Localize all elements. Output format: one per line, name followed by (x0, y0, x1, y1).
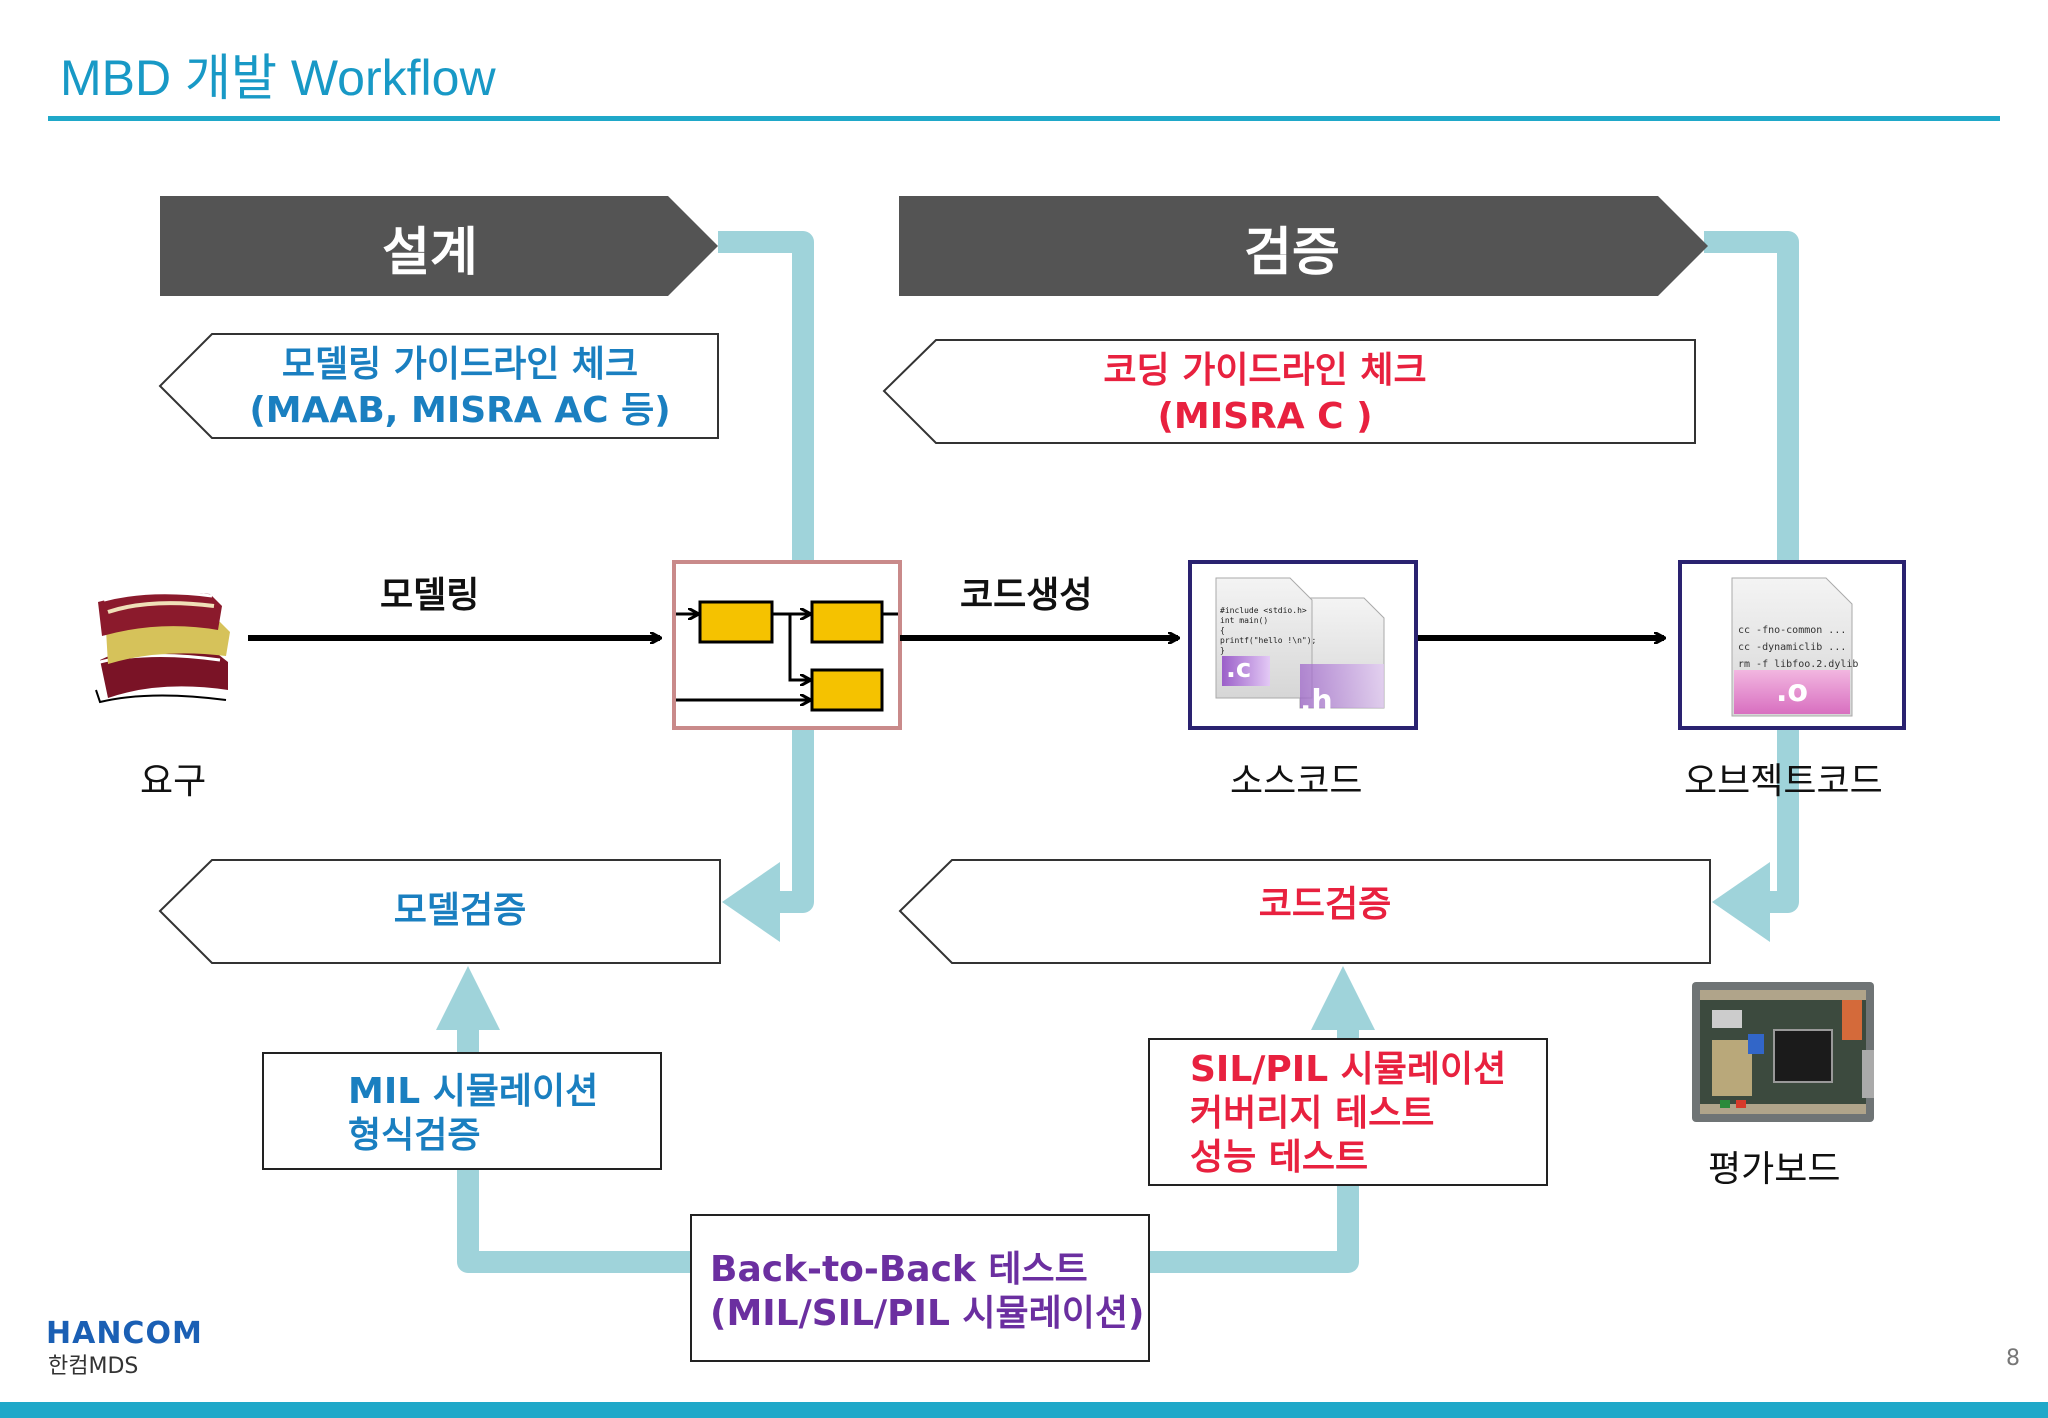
logo-subtitle: 한컴MDS (48, 1354, 139, 1379)
coding-guide-shape (882, 339, 1696, 444)
source-code-snippet: #include <stdio.h> int main() { printf("… (1220, 606, 1317, 655)
object-code-snippet: cc -fno-common ... cc -dynamiclib ... rm… (1738, 625, 1859, 670)
model-verify-shape (158, 859, 721, 964)
caption-requirements: 요구 (140, 761, 207, 802)
title-underline (48, 116, 2000, 121)
modeling-guideline-text: 모델링 가이드라인 체크 (MAAB, MISRA AC 등) (200, 342, 720, 434)
flow-label-codegen: 코드생성 (960, 575, 1093, 616)
hancom-logo: HANCOM (46, 1316, 203, 1351)
modeling-guide-shape (158, 333, 719, 439)
back-to-back-box: Back-to-Back 테스트 (MIL/SIL/PIL 시뮬레이션) (690, 1214, 1150, 1362)
coding-guideline-line2: (MISRA C ) (1157, 396, 1373, 437)
banner-design (160, 196, 718, 296)
simulink-model-icon (672, 560, 902, 730)
modeling-guideline-line2: (MAAB, MISRA AC 등) (249, 390, 671, 431)
object-code-icon (1678, 560, 1906, 730)
page-number: 8 (2006, 1346, 2020, 1371)
code-verify-shape (898, 859, 1711, 964)
sil-line2: 커버리지 테스트 (1190, 1093, 1435, 1134)
books-icon (95, 591, 230, 704)
eval-board-icon (1692, 982, 1874, 1122)
b2b-line1: Back-to-Back 테스트 (710, 1249, 1088, 1290)
mil-simulation-box: MIL 시뮬레이션 형식검증 (262, 1052, 662, 1170)
model-verify-label: 모델검증 (393, 890, 527, 931)
source-code-icon (1188, 560, 1418, 730)
caption-object-code: 오브젝트코드 (1684, 761, 1883, 802)
sil-line3: 성능 테스트 (1190, 1137, 1369, 1178)
caption-source-code: 소스코드 (1230, 761, 1363, 802)
source-ext-h: .h (1300, 684, 1333, 719)
mil-line2: 형식검증 (348, 1115, 481, 1156)
b2b-line2: (MIL/SIL/PIL 시뮬레이션) (710, 1293, 1145, 1334)
section-design-label: 설계 (382, 223, 478, 283)
mil-line1: MIL 시뮬레이션 (348, 1071, 599, 1112)
coding-guideline-text: 코딩 가이드라인 체크 (MISRA C ) (920, 348, 1610, 440)
caption-eval-board: 평가보드 (1708, 1149, 1841, 1190)
code-verify-label: 코드검증 (1258, 884, 1392, 925)
pipe-arrowheads (436, 862, 1770, 1030)
source-ext-c: .c (1226, 654, 1252, 684)
slide-title: MBD 개발 Workflow (60, 50, 496, 106)
logo-brand: HANCOM (46, 1316, 203, 1351)
bottom-accent-bar (0, 1402, 2048, 1418)
modeling-guideline-line1: 모델링 가이드라인 체크 (281, 344, 639, 385)
coding-guideline-line1: 코딩 가이드라인 체크 (1103, 350, 1427, 391)
section-verify-label: 검증 (1244, 223, 1340, 283)
flow-label-modeling: 모델링 (380, 575, 480, 616)
banner-verify (899, 196, 1708, 296)
object-ext-o: .o (1775, 674, 1808, 709)
sil-line1: SIL/PIL 시뮬레이션 (1190, 1049, 1507, 1090)
sil-pil-simulation-box: SIL/PIL 시뮬레이션 커버리지 테스트 성능 테스트 (1148, 1038, 1548, 1186)
